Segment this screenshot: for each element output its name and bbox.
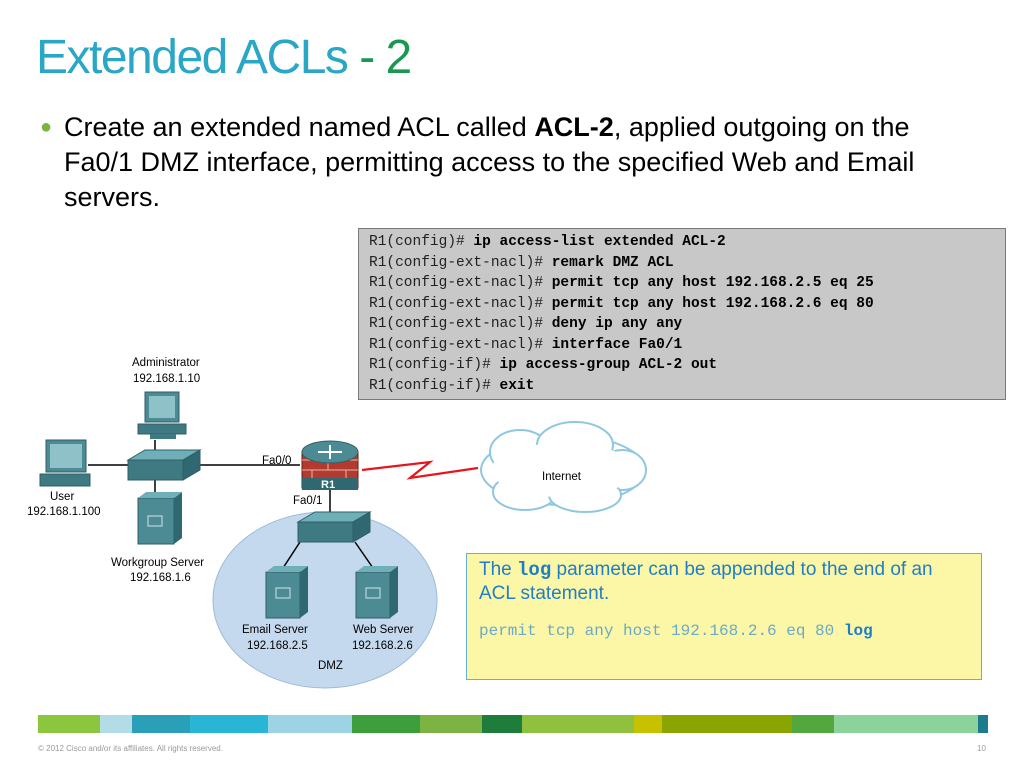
color-segment — [792, 715, 834, 733]
title-number: 2 — [385, 31, 413, 84]
color-segment — [420, 715, 482, 733]
color-segment — [834, 715, 978, 733]
cli-line: R1(config-ext-nacl)# permit tcp any host… — [369, 294, 995, 315]
slide-title: Extended ACLs - 2 — [36, 30, 413, 85]
note-box: The log parameter can be appended to the… — [466, 553, 982, 680]
cli-prompt: R1(config-ext-nacl)# — [369, 254, 552, 271]
admin-ip-label: 192.168.1.10 — [133, 373, 201, 385]
lan-switch-icon — [126, 449, 202, 481]
web-server-name-label: Web Server — [353, 624, 414, 636]
cli-line: R1(config)# ip access-list extended ACL-… — [369, 232, 995, 253]
note-code-statement: permit tcp any host 192.168.2.6 eq 80 — [479, 622, 844, 640]
color-segment — [482, 715, 522, 733]
note-text: The log parameter can be appended to the… — [479, 558, 969, 606]
color-segment — [522, 715, 634, 733]
dmz-switch-icon — [296, 511, 372, 543]
email-server-name-label: Email Server — [242, 624, 308, 636]
user-pc-icon — [39, 439, 91, 487]
cli-line: R1(config-if)# ip access-group ACL-2 out — [369, 355, 995, 376]
page-number: 10 — [977, 744, 986, 753]
user-ip-label: 192.168.1.100 — [27, 506, 101, 518]
cli-command: permit tcp any host 192.168.2.5 eq 25 — [551, 275, 874, 291]
copyright-text: © 2012 Cisco and/or its affiliates. All … — [38, 744, 223, 753]
bullet-text: Create an extended named ACL called ACL-… — [64, 110, 960, 215]
cli-prompt: R1(config)# — [369, 234, 474, 250]
cli-line: R1(config-ext-nacl)# permit tcp any host… — [369, 273, 995, 294]
wg-server-ip-label: 192.168.1.6 — [130, 572, 191, 584]
internet-label: Internet — [542, 471, 581, 483]
color-segment — [634, 715, 662, 733]
note-keyword: log — [517, 559, 552, 581]
admin-pc-icon — [137, 391, 187, 439]
note-text-post: parameter can be appended to the end of … — [479, 559, 933, 604]
cloud-fill — [491, 443, 635, 497]
bullet-point: ● Create an extended named ACL called AC… — [40, 110, 960, 215]
bullet-text-acl-name: ACL-2 — [534, 112, 614, 142]
cli-command: exit — [499, 377, 535, 394]
workgroup-server-icon — [137, 492, 182, 545]
cli-prompt: R1(config-ext-nacl)# — [369, 295, 552, 312]
bullet-dot-icon: ● — [40, 116, 53, 138]
cli-prompt: R1(config-if)# — [369, 377, 500, 394]
admin-name-label: Administrator — [132, 357, 200, 369]
router-label: R1 — [321, 479, 336, 491]
email-server-ip-label: 192.168.2.5 — [247, 640, 308, 652]
color-segment — [662, 715, 792, 733]
cli-prompt: R1(config-ext-nacl)# — [369, 316, 552, 332]
fa01-label: Fa0/1 — [293, 495, 323, 507]
cli-prompt: R1(config-ext-nacl)# — [369, 336, 552, 353]
color-segment — [352, 715, 420, 733]
user-name-label: User — [50, 491, 75, 503]
title-dash: - — [347, 31, 386, 84]
router-icon — [301, 440, 359, 490]
color-segment — [38, 715, 100, 733]
color-segment — [190, 715, 268, 733]
footer-color-bar — [38, 715, 988, 733]
dmz-label: DMZ — [318, 660, 343, 672]
web-server-ip-label: 192.168.2.6 — [352, 640, 413, 652]
serial-link — [361, 460, 479, 480]
bullet-text-post: , applied outgoing on the Fa0/1 DMZ inte… — [64, 112, 915, 212]
cli-line: R1(config-ext-nacl)# remark DMZ ACL — [369, 253, 995, 274]
fa00-label: Fa0/0 — [262, 455, 292, 467]
cli-command: permit tcp any host 192.168.2.6 eq 80 — [551, 295, 874, 312]
color-segment — [978, 715, 988, 733]
cli-line: R1(config-ext-nacl)# deny ip any any — [369, 314, 995, 335]
cli-prompt: R1(config-ext-nacl)# — [369, 275, 552, 291]
cli-command: remark DMZ ACL — [551, 254, 674, 271]
title-main: Extended ACLs — [36, 31, 349, 84]
note-text-pre: The — [479, 559, 518, 580]
wg-server-name-label: Workgroup Server — [111, 557, 205, 569]
note-code-keyword: log — [843, 622, 873, 640]
cli-line: R1(config-if)# exit — [369, 376, 995, 397]
cli-command: ip access-group ACL-2 out — [499, 357, 718, 373]
color-segment — [100, 715, 132, 733]
cli-command: interface Fa0/1 — [551, 336, 683, 353]
email-server-icon — [265, 566, 308, 619]
color-segment — [132, 715, 190, 733]
bullet-text-pre: Create an extended named ACL called — [64, 112, 535, 142]
cli-prompt: R1(config-if)# — [369, 357, 500, 373]
cli-line: R1(config-ext-nacl)# interface Fa0/1 — [369, 335, 995, 356]
note-code: permit tcp any host 192.168.2.6 eq 80 lo… — [479, 622, 969, 640]
cli-command: deny ip any any — [551, 316, 683, 332]
cli-box: R1(config)# ip access-list extended ACL-… — [358, 228, 1006, 400]
web-server-icon — [355, 566, 398, 619]
cli-command: ip access-list extended ACL-2 — [473, 234, 726, 250]
color-segment — [268, 715, 352, 733]
